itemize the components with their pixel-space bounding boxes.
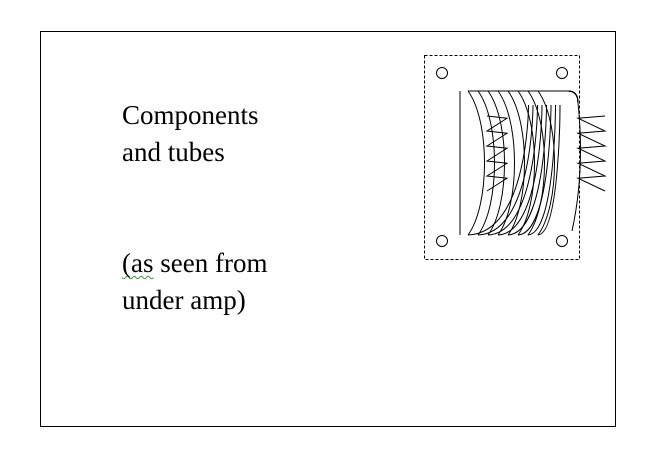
mounting-hole-bottom-right <box>556 235 568 247</box>
mounting-hole-top-right <box>556 67 568 79</box>
left-lead-wires <box>485 115 509 192</box>
caption-line-as-seen-from: (as seen from <box>122 245 267 282</box>
winding-layer-8 <box>537 90 579 236</box>
winding-layer-1 <box>467 90 579 236</box>
mounting-hole-bottom-left <box>436 235 448 247</box>
caption-text-seen-from: seen from <box>153 248 268 278</box>
chassis-outline <box>40 31 616 427</box>
spellcheck-word-as: (as <box>122 248 154 278</box>
components-caption: Components and tubes <box>122 97 259 171</box>
winding-layer-5 <box>507 90 579 236</box>
transformer-winding-layers <box>467 90 581 236</box>
mounting-hole-top-left <box>436 67 448 79</box>
caption-line-components: Components <box>122 100 259 130</box>
transformer-mounting-outline <box>424 55 580 260</box>
caption-line-and-tubes: and tubes <box>122 137 225 167</box>
caption-line-under-amp: under amp) <box>122 285 246 315</box>
right-lead-wires <box>576 115 607 192</box>
view-note-caption: (as seen from under amp) <box>122 245 267 319</box>
winding-layer-7 <box>527 90 579 236</box>
